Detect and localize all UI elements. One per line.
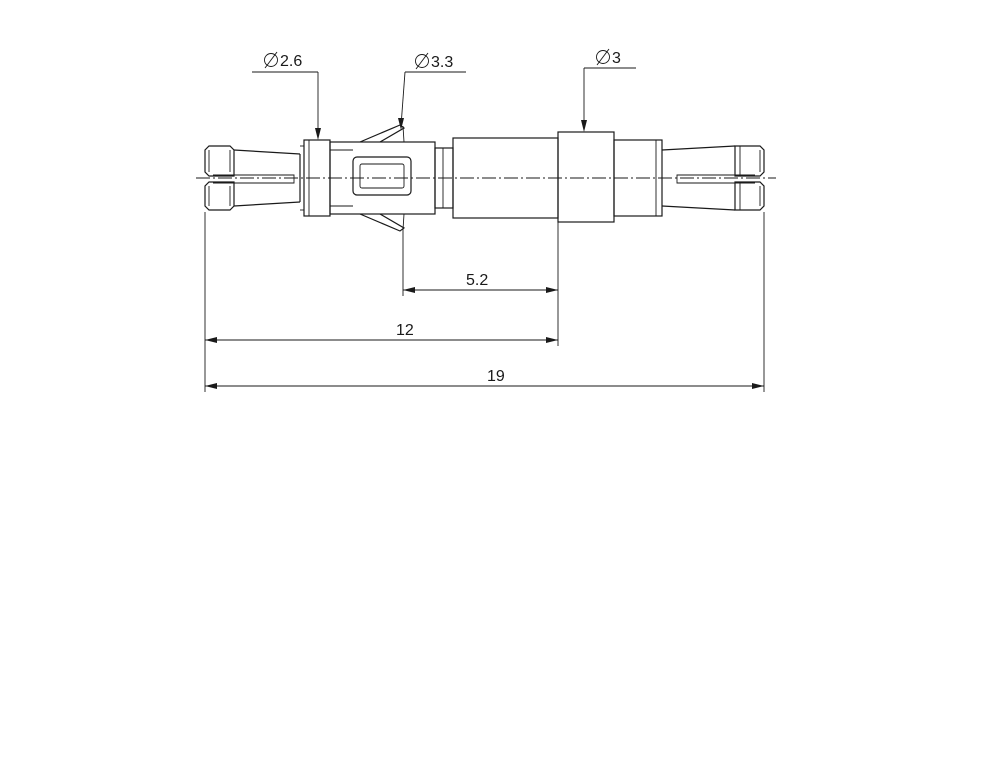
callout-d26: 2.6 xyxy=(252,51,321,140)
d33-label: 3.3 xyxy=(431,54,453,71)
dim-19-label: 19 xyxy=(487,368,505,385)
right-collar xyxy=(557,131,615,223)
left-tip xyxy=(204,145,301,211)
right-tip xyxy=(661,145,765,211)
d3-label: 3 xyxy=(612,50,621,67)
dim-5-2: 5.2 xyxy=(403,272,558,293)
diameter-icon xyxy=(415,52,429,70)
part-outline xyxy=(196,124,776,232)
dim-12-label: 12 xyxy=(396,322,414,339)
dim-19: 19 xyxy=(205,368,764,389)
d26-label: 2.6 xyxy=(280,53,302,70)
callout-d3: 3 xyxy=(581,48,636,132)
extension-lines xyxy=(204,212,765,392)
diameter-icon xyxy=(264,51,278,69)
callout-d33: 3.3 xyxy=(398,52,466,130)
dim-5-2-label: 5.2 xyxy=(466,272,488,289)
dim-12: 12 xyxy=(205,322,558,343)
diameter-icon xyxy=(596,48,610,66)
